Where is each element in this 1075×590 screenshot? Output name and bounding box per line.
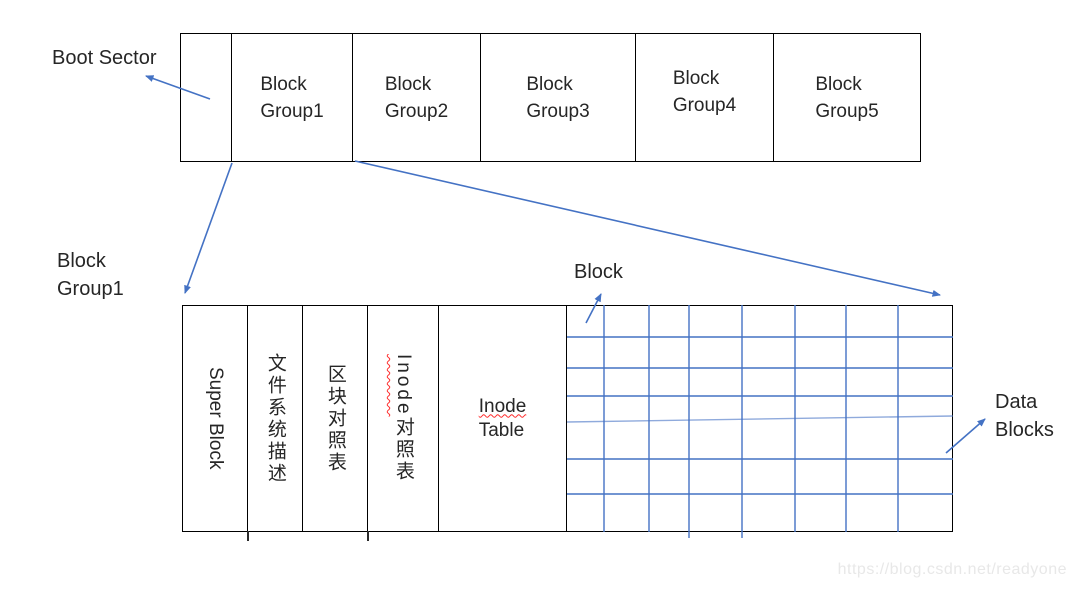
divider-tick-1 xyxy=(247,531,249,541)
inode-bitmap-cell: Inode对照表 xyxy=(368,306,439,531)
block-group-cell-1-label: Block Group1 xyxy=(260,73,324,122)
block-group-cell-4: Block Group4 xyxy=(636,34,774,161)
watermark: https://blog.csdn.net/readyone xyxy=(837,561,1067,578)
inode-bitmap-rest: 对照表 xyxy=(392,416,414,483)
inode-table-cell-label: Inode Table xyxy=(479,395,527,443)
block-group-cell-3-label: Block Group3 xyxy=(526,73,590,122)
block-group-cell-3: Block Group3 xyxy=(481,34,636,161)
block-group-cell-2-label: Block Group2 xyxy=(384,73,449,122)
disk-layout-row: Block Group1 Block Group2 Block Group3 B… xyxy=(180,33,921,162)
arrow-to-grid-corner xyxy=(354,160,941,297)
inode-table-line2: Table xyxy=(478,419,525,441)
divider-tick-2 xyxy=(367,531,369,541)
block-group-cell-2: Block Group2 xyxy=(353,34,481,161)
inode-bitmap-word: Inode xyxy=(392,354,414,417)
block-group-cell-4-label: Block Group4 xyxy=(672,67,737,116)
super-block-cell: Super Block xyxy=(183,306,248,531)
fs-description-cell: 文件系统描述 xyxy=(248,306,303,531)
arrow-to-block-group1-detail xyxy=(184,162,233,294)
block-group1-label: Block Group1 xyxy=(57,250,124,300)
block-group-detail-box: Super Block 文件系统描述 区块对照表 Inode对照表 Inode … xyxy=(182,305,953,532)
inode-table-line1: Inode xyxy=(478,395,527,417)
block-group-cell-1: Block Group1 xyxy=(232,34,353,161)
data-blocks-label: Data Blocks xyxy=(995,391,1054,441)
super-block-cell-label: Super Block xyxy=(204,367,226,470)
block-bitmap-cell-label: 区块对照表 xyxy=(324,363,346,474)
block-label: Block xyxy=(574,261,623,283)
inode-table-cell: Inode Table xyxy=(439,306,567,531)
block-bitmap-cell: 区块对照表 xyxy=(303,306,368,531)
inode-bitmap-cell-label: Inode对照表 xyxy=(392,354,414,483)
boot-sector-cell xyxy=(181,34,232,161)
block-group-cell-5: Block Group5 xyxy=(774,34,920,161)
fs-description-cell-label: 文件系统描述 xyxy=(264,352,286,485)
boot-sector-label: Boot Sector xyxy=(52,47,157,69)
block-group-cell-5-label: Block Group5 xyxy=(815,73,879,122)
data-blocks-grid-cell xyxy=(567,306,952,531)
